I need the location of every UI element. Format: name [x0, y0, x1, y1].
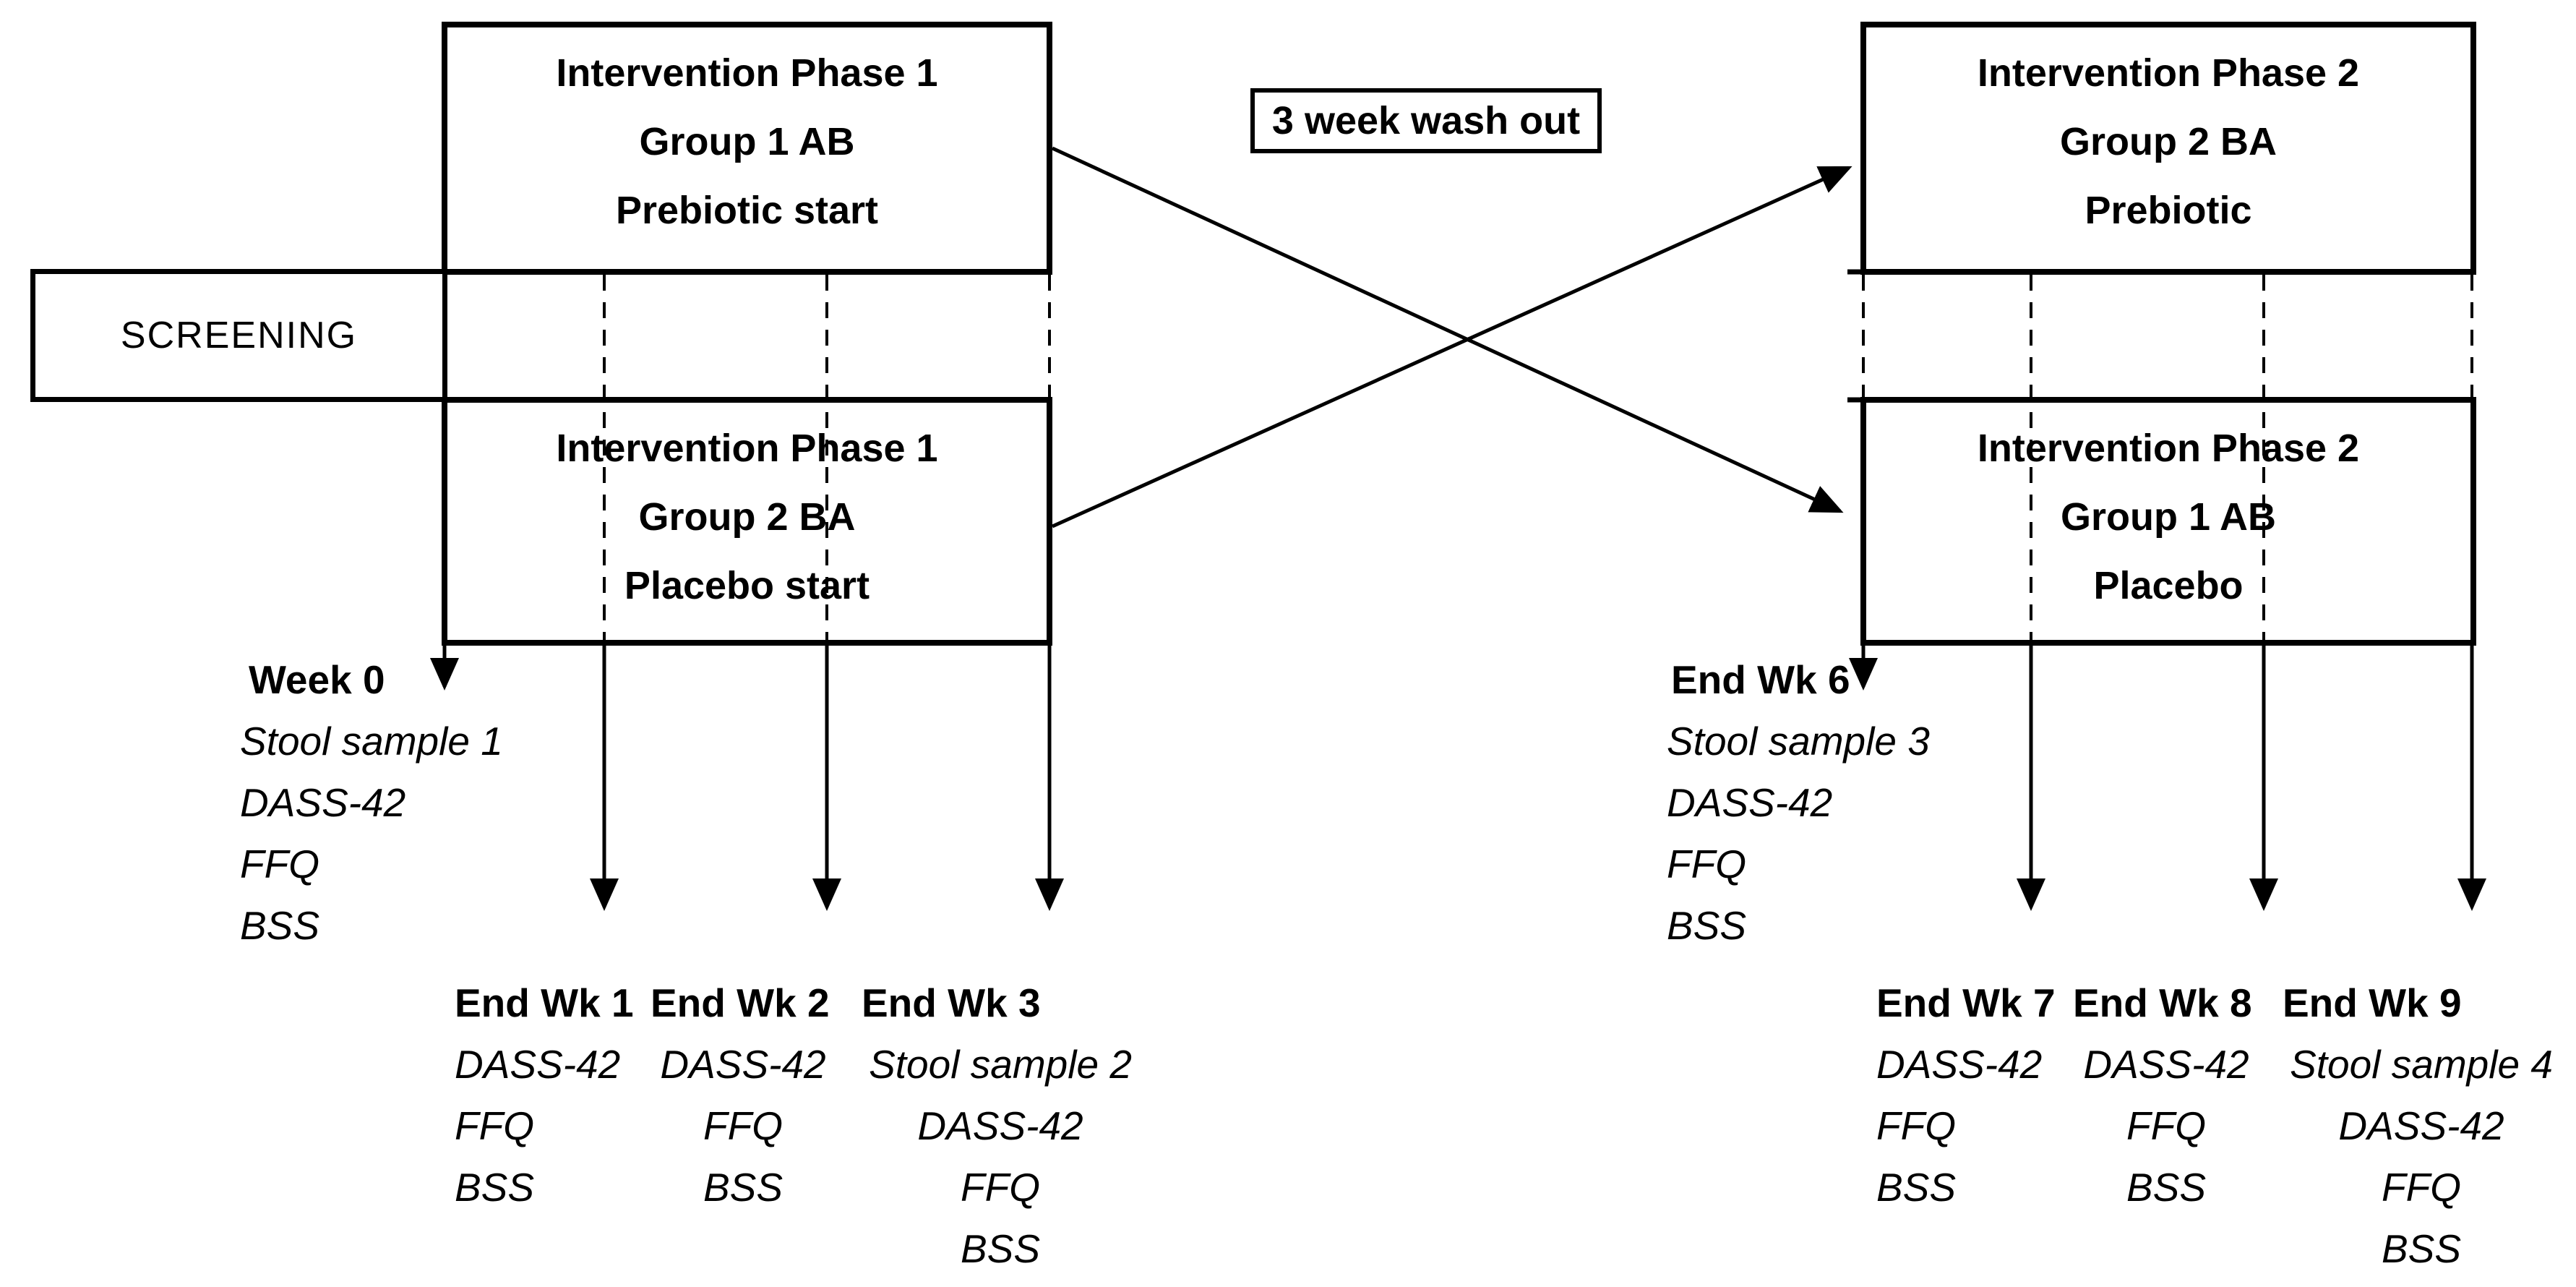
washout-box: 3 week wash out [1250, 88, 1602, 153]
timepoint-item: DASS-42 [455, 1042, 621, 1087]
timepoint-item: BSS [703, 1165, 783, 1210]
timepoint-item: Stool sample 4 [2290, 1042, 2553, 1087]
timepoint-item: BSS [960, 1226, 1041, 1271]
timepoint-endwk1: End Wk 1 DASS-42 FFQ BSS [455, 972, 634, 1218]
timepoint-item: BSS [1667, 903, 1747, 948]
timepoint-label: End Wk 3 [862, 980, 1041, 1025]
box-title-line: Placebo start [624, 564, 870, 607]
timepoint-week0: Week 0 Stool sample 1 DASS-42 FFQ BSS [240, 649, 503, 957]
timepoint-item: FFQ [240, 842, 319, 886]
timepoint-label: End Wk 7 [1876, 980, 2056, 1025]
box-title-line: Group 2 BA [2059, 120, 2277, 163]
timepoint-item: FFQ [703, 1103, 783, 1148]
timepoint-endwk8: End Wk 8 DASS-42 FFQ BSS [2073, 972, 2259, 1218]
timepoint-item: FFQ [1876, 1103, 1956, 1148]
intervention-phase1-group2-box: Intervention Phase 1 Group 2 BA Placebo … [442, 397, 1052, 646]
timepoint-item: DASS-42 [2338, 1103, 2504, 1148]
timepoint-item: FFQ [1667, 842, 1746, 886]
box-title-line: Prebiotic start [615, 189, 879, 232]
intervention-phase2-group1-box: Intervention Phase 2 Group 1 AB Placebo [1860, 397, 2476, 646]
timepoint-label: End Wk 6 [1671, 657, 1850, 702]
timepoint-item: BSS [2381, 1226, 2462, 1271]
timepoint-item: FFQ [455, 1103, 534, 1148]
crossover-arrow-group1-to-placebo [1051, 146, 1844, 513]
screening-box: SCREENING [30, 269, 447, 402]
box-title-line: Placebo [2093, 564, 2244, 607]
timepoint-label: End Wk 1 [455, 980, 634, 1025]
timepoint-item: DASS-42 [660, 1042, 826, 1087]
screening-label: SCREENING [120, 315, 358, 356]
intervention-phase1-group1-box: Intervention Phase 1 Group 1 AB Prebioti… [442, 22, 1052, 275]
timepoint-item: Stool sample 1 [240, 719, 503, 764]
timepoint-item: FFQ [2126, 1103, 2206, 1148]
intervention-phase2-group2-box: Intervention Phase 2 Group 2 BA Prebioti… [1860, 22, 2476, 275]
box-title-line: Intervention Phase 1 [556, 51, 938, 95]
timepoint-endwk9: End Wk 9 Stool sample 4 DASS-42 FFQ BSS [2283, 972, 2560, 1280]
timepoint-endwk2: End Wk 2 DASS-42 FFQ BSS [651, 972, 836, 1218]
timepoint-label: End Wk 2 [651, 980, 830, 1025]
timepoint-item: BSS [1876, 1165, 1957, 1210]
timepoint-label: End Wk 8 [2073, 980, 2252, 1025]
box-title-line: Intervention Phase 1 [556, 427, 938, 470]
crossover-arrow-group2-to-prebiotic [1051, 166, 1852, 529]
timepoint-endwk6: End Wk 6 Stool sample 3 DASS-42 FFQ BSS [1667, 649, 1930, 957]
box-title-line: Group 1 AB [2060, 495, 2276, 539]
timepoint-label: Week 0 [249, 657, 385, 702]
washout-label: 3 week wash out [1271, 99, 1581, 142]
box-title-line: Group 2 BA [638, 495, 856, 539]
timepoint-item: BSS [240, 903, 320, 948]
timepoint-item: DASS-42 [2083, 1042, 2249, 1087]
timepoint-item: DASS-42 [1667, 780, 1833, 825]
box-title-line: Intervention Phase 2 [1977, 427, 2360, 470]
timepoint-item: BSS [2126, 1165, 2207, 1210]
timepoint-label: End Wk 9 [2283, 980, 2462, 1025]
timepoint-item: Stool sample 3 [1667, 719, 1930, 764]
timepoint-item: FFQ [2382, 1165, 2461, 1210]
box-title-line: Prebiotic [2085, 189, 2252, 232]
timepoint-item: FFQ [961, 1165, 1040, 1210]
timepoint-item: BSS [455, 1165, 535, 1210]
timepoint-endwk7: End Wk 7 DASS-42 FFQ BSS [1876, 972, 2056, 1218]
box-title-line: Intervention Phase 2 [1977, 51, 2360, 95]
box-title-line: Group 1 AB [639, 120, 855, 163]
timepoint-item: DASS-42 [240, 780, 406, 825]
timepoint-item: DASS-42 [917, 1103, 1083, 1148]
timepoint-item: DASS-42 [1876, 1042, 2043, 1087]
timepoint-item: Stool sample 2 [869, 1042, 1132, 1087]
timepoint-endwk3: End Wk 3 Stool sample 2 DASS-42 FFQ BSS [862, 972, 1139, 1280]
